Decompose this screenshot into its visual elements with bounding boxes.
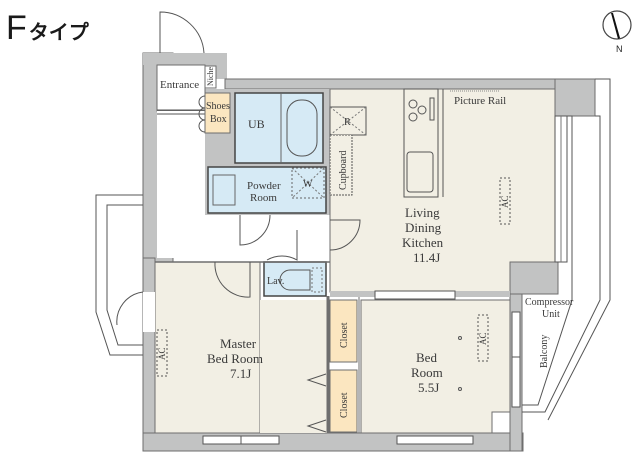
closet-2 [329,369,358,433]
north-compass: N [600,8,634,54]
plan-type-suffix: タイプ [28,22,89,44]
sink-icon [406,151,434,193]
washer-space [291,167,325,199]
powder-room-door[interactable] [239,214,271,246]
niche [204,65,217,89]
compressor-label-1: Compressor [525,297,574,308]
entrance-area [156,64,206,112]
master-label-2: Bed Room [207,351,263,366]
picture-rail-label: Picture Rail [454,95,506,107]
refrigerator-label: R [344,117,351,128]
west-balcony-outer [95,194,143,356]
east-balcony-outer [522,115,601,413]
toilet-icon [279,269,311,291]
west-balcony-inner [106,204,143,346]
bedroom-window-bottom[interactable] [396,435,474,445]
east-balcony-inner [522,115,573,406]
ac-master-label: AC [157,347,167,360]
west-door[interactable] [116,291,144,326]
bedroom [360,299,511,434]
shoes-box-label-1: Shoes [206,101,230,112]
vanity-icon [212,174,236,206]
master-bedroom [154,261,261,434]
bedroom-window-right[interactable] [511,311,521,408]
lavatory-door[interactable] [266,230,298,261]
ldk-label-1: Living [405,205,440,220]
closet-1-label: Closet [339,322,350,348]
compass-icon: N [602,10,632,54]
ac-master [156,329,168,377]
cupboard-label: Cupboard [338,151,349,190]
bed-size: 5.5J [418,380,439,395]
ac-bed [477,314,489,362]
master-bedroom-door[interactable] [214,261,251,298]
north-label: N [616,44,623,54]
master-size: 7.1J [230,366,251,381]
cupboard [329,134,353,196]
closet-2-label: Closet [339,392,350,418]
closet-1 [329,299,358,363]
corridor [157,111,205,258]
bathtub-icon [286,99,318,157]
ldk-label-2: Dining [405,220,442,235]
ldk-door[interactable] [329,219,361,251]
entrance-label: Entrance [160,79,199,91]
ac-bed-label: AC [478,332,488,345]
powder-room-label-1: Powder [247,180,281,192]
refrigerator-space [329,106,367,136]
bed-label-2: Room [411,365,443,380]
niche-label: Niche [206,66,215,86]
ldk-bedroom-sliding-door[interactable] [374,290,456,300]
ldk-size: 11.4J [413,250,440,265]
ldk-label-3: Kitchen [402,235,444,250]
ac-ldk [499,177,511,225]
entrance-door[interactable] [159,11,205,54]
balcony-label: Balcony [539,335,550,368]
powder-room-label-2: Room [250,192,277,204]
shoes-box-label-2: Box [210,114,227,125]
plan-type-letter: F [6,9,27,47]
master-label-1: Master [220,336,257,351]
lav-label: Lav. [267,276,284,287]
ub-label: UB [248,117,265,131]
shoes-box [204,92,231,134]
stove-icon [408,97,435,122]
washer-label: W [303,179,313,190]
shoes-box-doors [198,95,206,133]
ac-ldk-label: AC [500,195,510,208]
bed-label-1: Bed [416,350,437,365]
compressor-label-2: Unit [542,309,560,320]
